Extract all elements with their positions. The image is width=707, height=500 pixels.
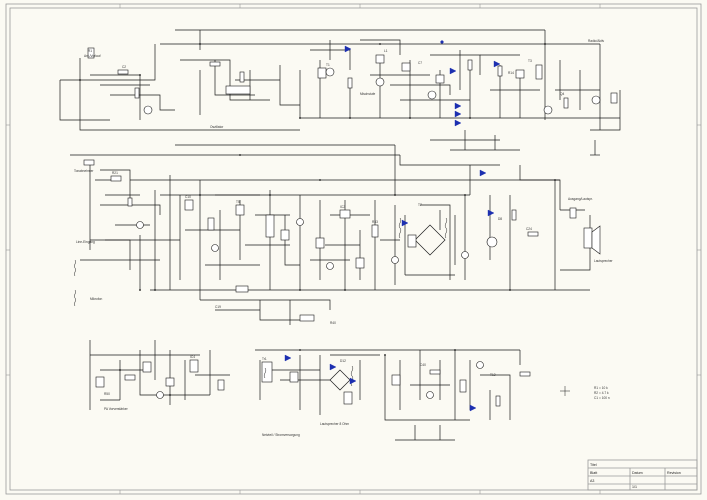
svg-text:T12: T12 [490,373,496,377]
title-block: Titel Blatt Datum Revision A3 1/1 [587,459,698,491]
title-field-page: 1/1 [632,485,637,489]
legend-line-2: R2 = 4.7 k [594,391,609,395]
svg-text:C40: C40 [420,363,426,367]
svg-text:R14: R14 [508,71,514,75]
svg-text:R50: R50 [104,392,110,396]
label-pa-preamp: PA Vorverstärker [104,407,129,411]
svg-text:T3: T3 [528,59,532,63]
title-field-sheet: Blatt [590,471,597,475]
component-legend: R1 = 10 k R2 = 4.7 k C1 = 100 n [560,386,610,400]
label-mixer: Mischstufe [360,92,375,96]
label-antenna: Ant./Vorlauf [84,54,101,58]
top-rf-section: R1 C2 T1 L1 C7 R14 T3 Q4 Ant./Vorlauf Os… [59,29,621,156]
legend-line-1: R1 = 10 k [594,386,608,390]
svg-text:D8: D8 [498,217,502,221]
svg-text:Q4: Q4 [560,92,564,96]
svg-text:C7: C7 [418,61,422,65]
svg-text:C10: C10 [185,195,191,199]
title-field-date: Datum [632,471,643,475]
svg-text:R40: R40 [330,321,336,325]
svg-text:L1: L1 [384,49,388,53]
label-speaker-8ohm: Lautsprecher 8 Ohm [320,422,349,426]
svg-text:R1: R1 [88,49,92,53]
title-field-revision: Revision [667,471,681,475]
label-radio-active: Radio/Aktiv [588,39,605,43]
mid-amplifier-section: R21 C10 T5 IC2 R33 T7 D8 C24 R40 C19 Ton… [70,144,614,325]
label-line-in: Line-Eingang [76,240,95,244]
bottom-psu-section: R50 IC4 Tr1 D12 C40 T12 PA Vorverstärker… [89,340,531,441]
svg-text:C19: C19 [215,305,221,309]
svg-text:R21: R21 [112,171,118,175]
title-field-title: Titel [590,463,597,467]
title-field-size: A3 [590,479,594,483]
sheet-frame [5,3,702,495]
svg-text:D12: D12 [340,359,346,363]
label-microphone: Mikrofon [90,297,102,301]
svg-text:Tr1: Tr1 [262,357,267,361]
svg-text:R33: R33 [372,220,378,224]
svg-text:T7: T7 [418,203,422,207]
svg-text:T1: T1 [326,63,330,67]
label-output: Ausgang/Lautspr. [568,197,593,201]
svg-text:IC4: IC4 [190,355,195,359]
label-pickup: Tonabnehmer [74,169,94,173]
svg-text:C24: C24 [526,227,532,231]
label-power-supply: Netzteil / Stromversorgung [262,433,300,437]
svg-text:IC2: IC2 [340,205,345,209]
label-speaker: Lautsprecher [594,259,614,263]
legend-line-3: C1 = 100 n [594,396,610,400]
svg-text:T5: T5 [236,200,240,204]
svg-text:C2: C2 [122,65,126,69]
label-oscillator: Oszillator [210,125,224,129]
